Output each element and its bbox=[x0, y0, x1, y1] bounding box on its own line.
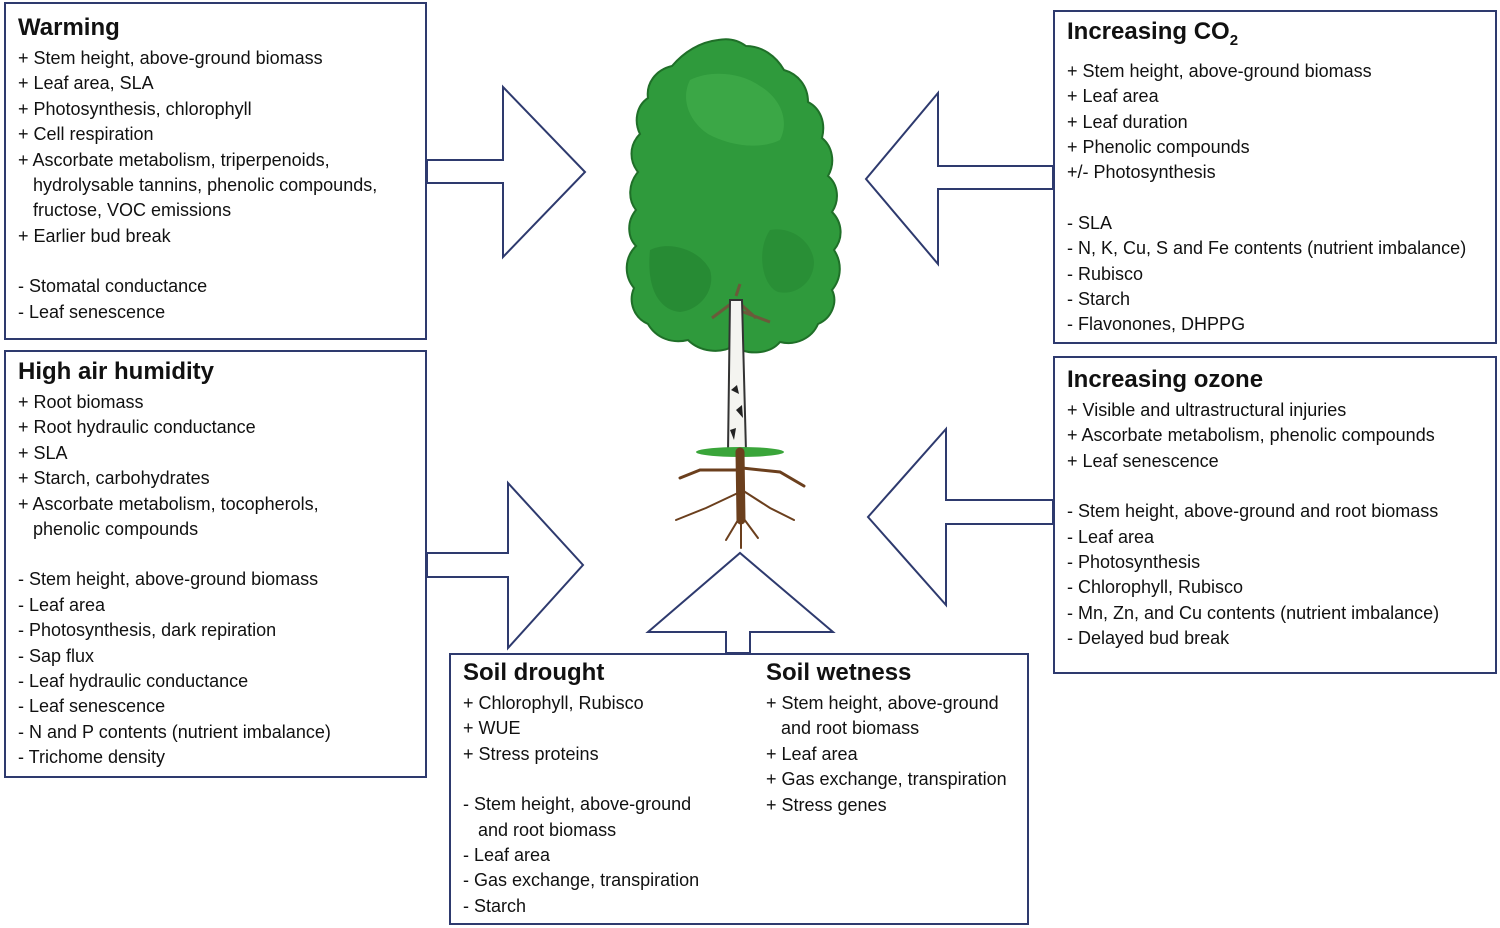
wetness-increases: + Stem height, above-ground and root bio… bbox=[766, 691, 1007, 818]
list-item: - Rubisco bbox=[1067, 263, 1144, 284]
ozone-increases: + Visible and ultrastructural injuries +… bbox=[1067, 398, 1483, 474]
list-item: - Stem height, above-ground bbox=[463, 794, 692, 815]
list-item: + Stem height, above-ground biomass bbox=[18, 48, 323, 68]
drought-increases: + Chlorophyll, Rubisco + WUE + Stress pr… bbox=[463, 691, 699, 767]
list-item: + Leaf area bbox=[766, 743, 858, 764]
ozone-decreases: - Stem height, above-ground and root bio… bbox=[1067, 499, 1483, 651]
list-item: + Ascorbate metabolism, triperpenoids, bbox=[18, 149, 330, 170]
list-item: - Leaf senescence bbox=[18, 696, 166, 717]
humidity-title: High air humidity bbox=[18, 358, 215, 385]
list-item: - SLA bbox=[1067, 212, 1113, 233]
list-item: phenolic compounds bbox=[18, 519, 199, 540]
list-item: + Cell respiration bbox=[18, 124, 154, 145]
list-item: - Mn, Zn, and Cu contents (nutrient imba… bbox=[1067, 602, 1440, 623]
list-item: + Leaf area bbox=[1067, 86, 1159, 107]
co2-title-text: Increasing CO bbox=[1067, 18, 1230, 45]
list-item: hydrolysable tannins, phenolic compounds… bbox=[18, 175, 378, 196]
wetness-title: Soil wetness bbox=[766, 659, 912, 686]
list-item: + Chlorophyll, Rubisco bbox=[463, 693, 644, 713]
humidity-increases: + Root biomass + Root hydraulic conducta… bbox=[18, 390, 413, 542]
co2-increases: + Stem height, above-ground biomass + Le… bbox=[1067, 59, 1483, 186]
co2-title: Increasing CO2 bbox=[1067, 18, 1483, 55]
list-item: - Starch bbox=[1067, 289, 1131, 310]
list-item: - Leaf senescence bbox=[18, 301, 166, 322]
soil-wetness-panel: Soil wetness + Stem height, above-ground… bbox=[754, 655, 1019, 822]
list-item: + Leaf area, SLA bbox=[18, 73, 154, 94]
list-item: + Starch, carbohydrates bbox=[18, 468, 210, 489]
list-item: fructose, VOC emissions bbox=[18, 200, 232, 221]
list-item: - Leaf area bbox=[1067, 526, 1155, 547]
list-item: + Root hydraulic conductance bbox=[18, 417, 256, 438]
tree-crown bbox=[625, 38, 842, 354]
list-item: - Gas exchange, transpiration bbox=[463, 870, 700, 891]
drought-title: Soil drought bbox=[463, 659, 605, 686]
warming-title: Warming bbox=[18, 14, 120, 41]
list-item: - Stomatal conductance bbox=[18, 276, 208, 297]
list-item: +/- Photosynthesis bbox=[1067, 162, 1216, 183]
list-item: + Phenolic compounds bbox=[1067, 137, 1250, 158]
soil-drought-panel: Soil drought + Chlorophyll, Rubisco + WU… bbox=[451, 655, 711, 923]
list-item: + Visible and ultrastructural injuries bbox=[1067, 400, 1347, 420]
list-item: + Leaf senescence bbox=[1067, 450, 1219, 471]
list-item: + Stress proteins bbox=[463, 743, 599, 764]
list-item: - Photosynthesis, dark repiration bbox=[18, 620, 277, 641]
tree-roots bbox=[675, 447, 806, 549]
co2-arrow bbox=[864, 90, 1054, 267]
list-item: - Leaf area bbox=[18, 594, 106, 615]
humidity-arrow bbox=[426, 480, 585, 651]
list-item: and root biomass bbox=[463, 819, 617, 840]
list-item: + Ascorbate metabolism, tocopherols, bbox=[18, 493, 319, 514]
tree-trunk bbox=[726, 299, 748, 453]
list-item: + Stem height, above-ground bbox=[766, 693, 999, 713]
list-item: + Photosynthesis, chlorophyll bbox=[18, 98, 252, 119]
humidity-box: High air humidity + Root biomass + Root … bbox=[4, 350, 427, 778]
list-item: - N and P contents (nutrient imbalance) bbox=[18, 721, 331, 742]
warming-box: Warming + Stem height, above-ground biom… bbox=[4, 2, 427, 340]
list-item: + Gas exchange, transpiration bbox=[766, 769, 1007, 790]
list-item: + Leaf duration bbox=[1067, 111, 1188, 132]
co2-title-subscript: 2 bbox=[1229, 31, 1239, 49]
list-item: - Chlorophyll, Rubisco bbox=[1067, 577, 1244, 598]
co2-decreases: - SLA - N, K, Cu, S and Fe contents (nut… bbox=[1067, 211, 1483, 338]
list-item: - Flavonones, DHPPG bbox=[1067, 314, 1246, 335]
list-item: + WUE bbox=[463, 718, 521, 739]
list-item: + SLA bbox=[18, 442, 68, 463]
soil-arrow bbox=[645, 551, 836, 654]
co2-box: Increasing CO2 + Stem height, above-grou… bbox=[1053, 10, 1497, 344]
list-item: - Sap flux bbox=[18, 645, 95, 666]
ozone-arrow bbox=[866, 426, 1054, 608]
list-item: + Ascorbate metabolism, phenolic compoun… bbox=[1067, 425, 1435, 446]
warming-arrow bbox=[426, 84, 587, 260]
warming-decreases: - Stomatal conductance - Leaf senescence bbox=[18, 274, 413, 325]
ozone-box: Increasing ozone + Visible and ultrastru… bbox=[1053, 356, 1497, 674]
list-item: - Stem height, above-ground and root bio… bbox=[1067, 501, 1439, 522]
list-item: + Root biomass bbox=[18, 392, 144, 412]
list-item: - Leaf hydraulic conductance bbox=[18, 671, 249, 692]
list-item: + Stem height, above-ground biomass bbox=[1067, 60, 1372, 81]
drought-decreases: - Stem height, above-ground and root bio… bbox=[463, 792, 699, 919]
list-item: + Earlier bud break bbox=[18, 225, 171, 246]
list-item: - Starch bbox=[463, 895, 527, 916]
list-item: - Delayed bud break bbox=[1067, 628, 1230, 649]
list-item: - N, K, Cu, S and Fe contents (nutrient … bbox=[1067, 238, 1467, 259]
soil-box: Soil drought + Chlorophyll, Rubisco + WU… bbox=[449, 653, 1029, 925]
warming-increases: + Stem height, above-ground biomass + Le… bbox=[18, 46, 413, 249]
humidity-decreases: - Stem height, above-ground biomass - Le… bbox=[18, 567, 413, 770]
ozone-title: Increasing ozone bbox=[1067, 366, 1264, 393]
list-item: - Photosynthesis bbox=[1067, 552, 1201, 573]
tree-icon bbox=[625, 38, 842, 549]
list-item: + Stress genes bbox=[766, 794, 887, 815]
list-item: and root biomass bbox=[766, 718, 920, 739]
list-item: - Trichome density bbox=[18, 747, 166, 768]
list-item: - Stem height, above-ground biomass bbox=[18, 569, 319, 590]
list-item: - Leaf area bbox=[463, 845, 551, 866]
